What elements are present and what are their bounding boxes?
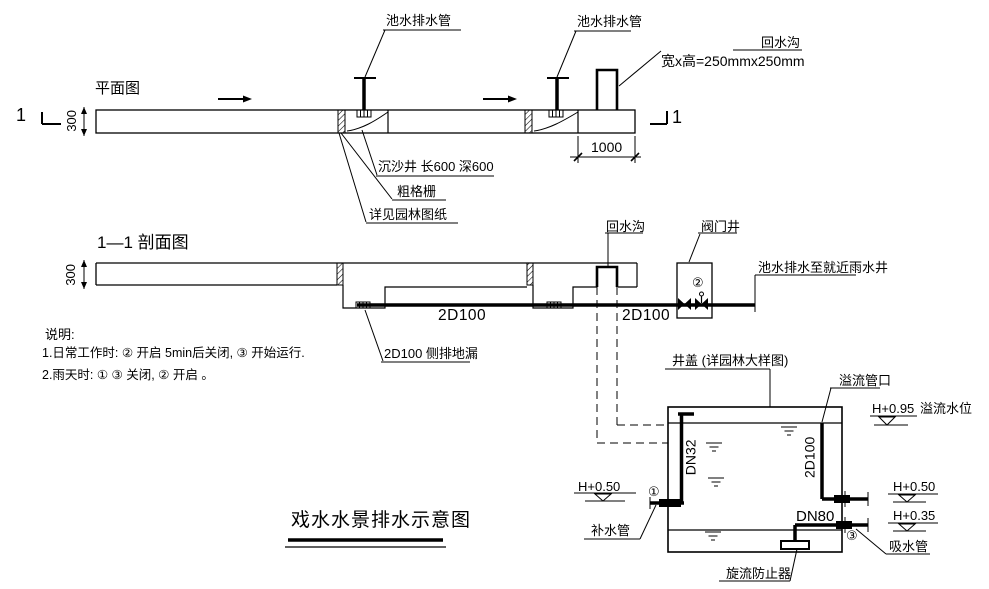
return-trench-label-plan: 回水沟 xyxy=(761,35,801,50)
note-line-1: 1.日常工作时: ② 开启 5min后关闭, ③ 开始运行. xyxy=(42,346,305,360)
floor-drain-grate-plan-2 xyxy=(548,109,564,118)
level-left-text: H+0.50 xyxy=(578,479,621,494)
flow-arrow-2 xyxy=(483,95,517,103)
note-line-2: 2.雨天时: ① ③ 关闭, ② 开启 。 xyxy=(42,368,214,382)
dim-300-section-text: 300 xyxy=(63,263,79,286)
dim-300-section xyxy=(81,260,87,289)
section-mark-right-num: 1 xyxy=(672,107,683,127)
flow-arrow-1 xyxy=(218,95,252,103)
tank-leaders xyxy=(584,368,930,582)
dn32-text: DN32 xyxy=(682,439,699,476)
sand-well-label: 沉沙井 长600 深600 xyxy=(378,159,494,174)
see-landscape-label: 详见园林图纸 xyxy=(369,207,448,222)
floor-drain-grate-plan-1 xyxy=(356,109,372,118)
makeup-pipe-dn32 xyxy=(649,412,694,509)
num1-badge: ① xyxy=(648,484,660,499)
drain-pipe-plan-1 xyxy=(354,77,376,110)
discharge-label: 池水排水至就近雨水井 xyxy=(758,260,889,275)
suction-pipe-dn80 xyxy=(780,517,869,550)
section-leaders xyxy=(364,232,856,363)
tank-detail xyxy=(574,368,938,582)
section-mark-left-num: 1 xyxy=(16,105,27,125)
dim-300-plan-text: 300 xyxy=(64,109,80,132)
dim-300-plan xyxy=(81,107,87,136)
makeup-pipe-label: 补水管 xyxy=(591,523,631,538)
gate-valve-icon xyxy=(678,291,708,310)
water-level-right-050 xyxy=(888,493,938,503)
valve-number-badge: ② xyxy=(692,275,704,290)
overflow-level-text: H+0.95 xyxy=(872,401,915,416)
pipe-label-1: 2D100 xyxy=(438,307,487,324)
notes-title: 说明: xyxy=(45,327,75,342)
level-right-lower-text: H+0.35 xyxy=(893,508,936,523)
main-title: 戏水水景排水示意图 xyxy=(291,510,472,531)
num3-badge: ③ xyxy=(846,528,858,543)
cover-label: 井盖 (详园林大样图) xyxy=(672,353,789,368)
drain-pipe-plan-2 xyxy=(547,77,569,110)
water-level-overflow xyxy=(870,415,917,426)
valve-well-label: 阀门井 xyxy=(701,219,741,234)
dn80-text: DN80 xyxy=(796,508,835,525)
vortex-label: 旋流防止器 xyxy=(726,566,792,581)
return-trench-plan xyxy=(595,68,619,110)
drain-pipe-label-1: 池水排水管 xyxy=(386,13,452,28)
vortex-preventer xyxy=(780,540,810,550)
coarse-screen-label: 粗格栅 xyxy=(397,184,437,199)
return-trench-label-section: 回水沟 xyxy=(606,219,646,234)
return-trench-size: 宽x高=250mmx250mm xyxy=(661,53,805,69)
water-surface-icon xyxy=(705,426,797,541)
return-trench-section xyxy=(595,265,619,287)
section-mark-left xyxy=(41,112,61,125)
section-mark-right xyxy=(650,111,668,125)
dn100-text: 2D100 xyxy=(801,436,818,478)
plan-view xyxy=(41,29,802,224)
overflow-port-label: 溢流管口 xyxy=(839,373,892,388)
overflow-level-suffix: 溢流水位 xyxy=(920,401,973,416)
level-right-upper-text: H+0.50 xyxy=(893,479,936,494)
trench-connection-dashed xyxy=(596,287,668,444)
dim-1000-text: 1000 xyxy=(591,139,623,155)
pipe-label-2: 2D100 xyxy=(622,307,671,324)
valve-well xyxy=(676,262,713,319)
drain-pipe-label-2: 池水排水管 xyxy=(577,14,643,29)
water-level-right-035 xyxy=(888,522,938,532)
side-drain-label: 2D100 侧排地漏 xyxy=(384,346,478,361)
section-title: 1—1 剖面图 xyxy=(97,233,189,252)
suction-pipe-label: 吸水管 xyxy=(889,539,929,554)
section-view xyxy=(81,232,856,363)
inlet-pipe-2d100 xyxy=(820,423,869,507)
plan-title: 平面图 xyxy=(95,80,141,97)
plan-leaders xyxy=(338,29,802,224)
main-title-underline xyxy=(285,538,446,548)
dim-1000 xyxy=(570,136,641,163)
water-level-left-050 xyxy=(574,492,636,502)
